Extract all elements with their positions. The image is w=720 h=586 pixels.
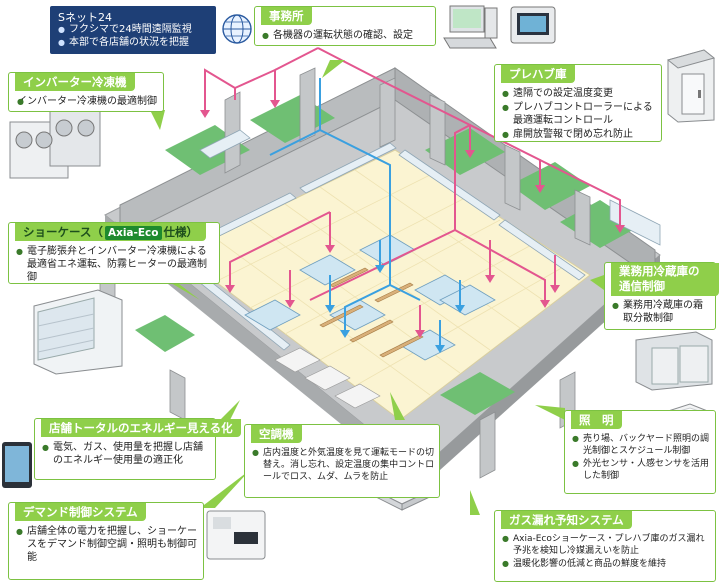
checkout-counters (274, 347, 381, 409)
prefab-box: プレハブ庫 遠隔での設定温度変更 プレハブコントローラーによる最適運転コントロー… (494, 64, 662, 142)
snet24-title: Sネット24 (58, 11, 112, 24)
aircon-title: 空調機 (251, 425, 302, 443)
inverter-title: インバーター冷凍機 (15, 73, 135, 91)
axia-eco-logo: Axia-Eco (104, 226, 162, 240)
tablet-icon (2, 442, 32, 488)
controller-panel-icon (510, 6, 556, 44)
sales-floor (179, 149, 591, 421)
pink-control-lines (204, 47, 621, 330)
office-box: 事務所 各機器の運転状態の確認、設定 (254, 6, 436, 46)
gas-leak-box: ガス漏れ予知システム Axia-Ecoショーケース・プレハブ庫のガス漏れ予兆を検… (494, 510, 716, 582)
shelves (319, 267, 424, 358)
blue-arrowheads (325, 265, 465, 353)
lighting-box: 照 明 売り場、バックヤード照明の調光制御とスケジュール制御 外光センサ・人感セ… (564, 410, 716, 494)
office-title: 事務所 (261, 7, 312, 25)
prefab-item: プレハブコントローラーによる最適運転コントロール (502, 101, 657, 127)
snet24-box: Sネット24 フクシマで24時間遠隔監視 本部で各店舗の状況を把握 (50, 6, 216, 54)
showcase-title-prefix: ショーケース（ (23, 225, 103, 239)
business-fridge-box: 業務用冷蔵庫の 通信制御 業務用冷蔵庫の霜取分散制御 (604, 262, 719, 330)
partition-walls (99, 67, 591, 479)
energy-visual-title: 店舗トータルのエネルギー見える化 (41, 419, 241, 437)
showcase-title-suffix: 仕様） (163, 225, 199, 239)
lighting-item: 売り場、バックヤード照明の調光制御とスケジュール制御 (572, 433, 711, 457)
business-fridge-title: 業務用冷蔵庫の 通信制御 (611, 263, 719, 296)
business-fridge-title-line2: 通信制御 (619, 279, 665, 293)
energy-visual-box: 店舗トータルのエネルギー見える化 電気、ガス、使用量を把握し店舗のエネルギー使用… (34, 418, 241, 480)
gas-leak-title: ガス漏れ予知システム (501, 511, 632, 529)
demand-controller-icon (206, 510, 266, 560)
snet24-item: 本部で各店舗の状況を把握 (58, 36, 192, 49)
globe-icon (222, 14, 252, 44)
computer-icon (443, 5, 498, 49)
office-item: 各機器の運転状態の確認、設定 (262, 29, 431, 42)
demand-item: 店舗全体の電力を把握し、ショーケースをデマンド制御空調・照明も制御可能 (16, 525, 199, 564)
showcase-icon (33, 289, 123, 375)
gas-leak-item: 温暖化影響の低減と商品の鮮度を維持 (502, 558, 711, 570)
demand-title: デマンド制御システム (15, 503, 146, 521)
gas-leak-item: Axia-Ecoショーケース・プレハブ庫のガス漏れ予兆を検知し冷媒漏えいを防止 (502, 533, 711, 557)
business-fridge-icon (635, 331, 713, 391)
prefab-title: プレハブ庫 (501, 65, 575, 83)
energy-visual-item: 電気、ガス、使用量を把握し店舗のエネルギー使用量の適正化 (42, 441, 211, 467)
prefab-item: 遠隔での設定温度変更 (502, 87, 657, 100)
business-fridge-item: 業務用冷蔵庫の霜取分散制御 (612, 299, 711, 325)
lighting-title: 照 明 (571, 411, 622, 429)
condensing-unit-icon (9, 109, 101, 179)
inverter-item: インバーター冷凍機の最適制御 (17, 95, 159, 108)
snet24-items: フクシマで24時間遠隔監視 本部で各店舗の状況を把握 (58, 23, 192, 49)
island-cases (244, 234, 496, 361)
snet24-item: フクシマで24時間遠隔監視 (58, 23, 192, 36)
pink-arrowheads (200, 100, 625, 338)
demand-box: デマンド制御システム 店舗全体の電力を把握し、ショーケースをデマンド制御空調・照… (8, 502, 204, 580)
prefab-item: 扉開放警報で閉め忘れ防止 (502, 128, 657, 141)
blue-control-lines (269, 78, 461, 345)
lighting-item: 外光センサ・人感センサを活用した制御 (572, 458, 711, 482)
prefab-room-icon (666, 49, 716, 123)
green-room-6 (135, 315, 195, 352)
aircon-box: 空調機 店内温度と外気温度を見て運転モードの切替え。消し忘れ、設定温度の集中コン… (244, 424, 440, 498)
showcase-item: 電子膨張弁とインバーター冷凍機による最適省エネ運転、防霧ヒーターの最適制御 (16, 245, 215, 284)
aircon-item: 店内温度と外気温度を見て運転モードの切替え。消し忘れ、設定温度の集中コントロール… (252, 447, 435, 483)
green-room-7 (440, 372, 515, 415)
inverter-box: インバーター冷凍機 インバーター冷凍機の最適制御 (8, 72, 164, 112)
business-fridge-title-line1: 業務用冷蔵庫の (619, 264, 700, 278)
